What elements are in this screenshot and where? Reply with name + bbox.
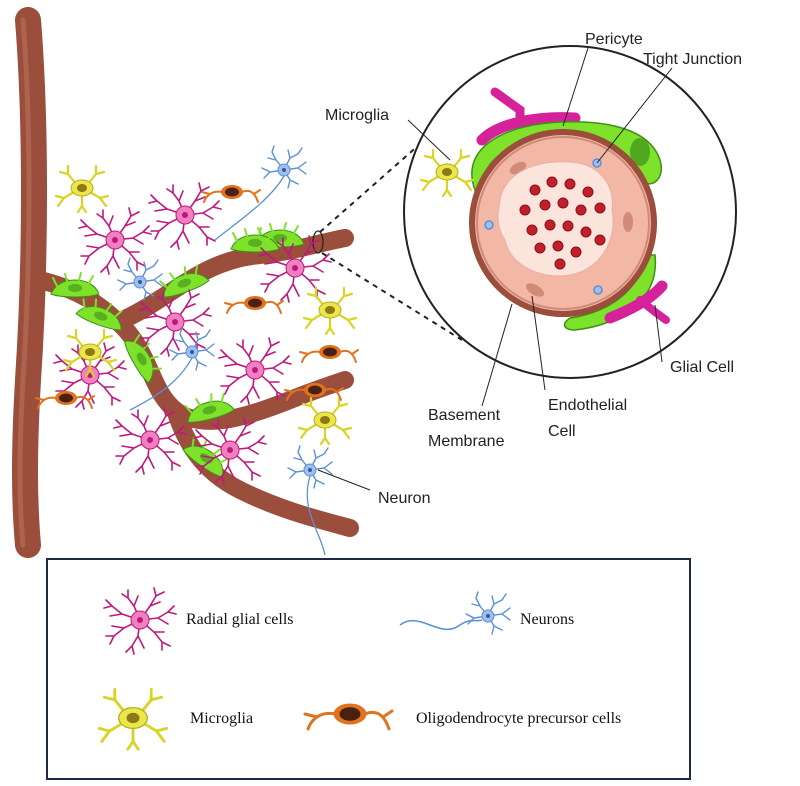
legend-radial-glial-label: Radial glial cells	[186, 611, 294, 628]
vessel-cross-section	[403, 45, 737, 379]
membrane-label: Membrane	[428, 433, 505, 450]
microglia-label: Microglia	[325, 107, 389, 124]
zoom-connector-lines	[319, 121, 463, 341]
legend-neurons-label: Neurons	[520, 611, 574, 628]
legend-opc-label: Oligodendrocyte precursor cells	[416, 710, 621, 727]
glial-cell-label: Glial Cell	[670, 359, 734, 376]
endothelial-label: Endothelial	[548, 397, 627, 414]
legend-neuron-icon	[399, 591, 511, 635]
label-pointers	[317, 47, 673, 491]
basement-label: Basement	[428, 407, 501, 424]
cell-label: Cell	[548, 423, 576, 440]
neuron-label: Neuron	[378, 490, 430, 507]
legend-microglia-label: Microglia	[190, 710, 253, 727]
neurons	[117, 145, 333, 556]
pericyte-label: Pericyte	[585, 31, 643, 48]
legend: Radial glial cells Neurons Microglia Oli…	[46, 558, 691, 780]
tight-junction-label: Tight Junction	[643, 51, 742, 68]
